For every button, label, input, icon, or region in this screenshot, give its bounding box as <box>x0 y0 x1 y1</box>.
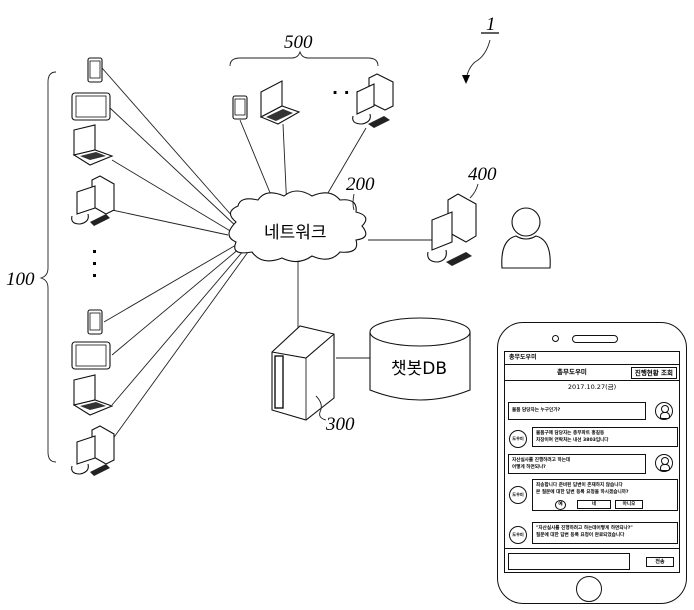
app-title: 총무도우미 <box>505 352 679 365</box>
client-desktop-2 <box>71 425 115 476</box>
client-laptop-1 <box>72 124 114 166</box>
system-arrow <box>465 39 491 81</box>
label-300: 300 <box>325 414 355 435</box>
manager-smartphone <box>232 95 248 120</box>
managers-brace <box>229 50 379 67</box>
manager-desktop <box>352 73 394 128</box>
send-button[interactable]: 전송 <box>646 557 674 567</box>
header-name: 총무도우미 <box>557 368 587 376</box>
message-input-bar: 전송 <box>505 548 679 574</box>
clients-brace <box>39 71 57 463</box>
bot-avatar-label: 도우미 <box>512 436 524 441</box>
chat-date: 2017.10.27(금) <box>567 383 617 391</box>
home-button[interactable] <box>576 576 602 602</box>
smartphone-mockup: 총무도우미 총무도우미 진행현황 조회 2017.10.27(금) 물품 담당자… <box>497 322 687 604</box>
bot-message: 물품구매 담당자는 총무파트 홍길동 차장이며 연락처는 내선 3803입니다 <box>532 427 678 447</box>
more-clients-dots <box>93 250 96 277</box>
client-tablet-2 <box>71 341 111 370</box>
message-line: 죄송합니다 준비된 답변이 존재하지 않습니다 <box>536 483 623 488</box>
bot-avatar-icon: 도우미 <box>509 486 527 504</box>
user-message: 물품 담당자는 누구인가? <box>508 402 646 420</box>
message-line: 물품구매 담당자는 총무파트 홍길동 <box>536 431 605 436</box>
client-smartphone-2 <box>87 309 103 335</box>
message-input[interactable] <box>508 553 630 570</box>
user-avatar-icon <box>655 402 673 420</box>
more-managers-ellipsis: · · · <box>332 83 361 102</box>
client-links <box>101 67 448 441</box>
bot-message: "자산실사를 진행하려고 하는데어떻게 하면되나?" 질문에 대한 답변 등록 … <box>532 522 678 544</box>
message-line: 본 질문에 대한 답변 등록 요청을 하시겠습니까? <box>536 490 629 495</box>
label-500: 500 <box>284 32 313 53</box>
progress-status-button[interactable]: 진행현황 조회 <box>630 367 677 379</box>
client-laptop-2 <box>72 374 114 416</box>
bot-avatar-label: 도우미 <box>512 492 524 497</box>
bot-avatar-icon: 도우미 <box>509 430 527 448</box>
camera-icon <box>552 335 559 342</box>
db-label: 챗봇DB <box>391 359 447 379</box>
speaker-grille <box>572 335 618 343</box>
admin-user-icon <box>501 207 551 269</box>
client-smartphone-1 <box>87 57 103 83</box>
network-label: 네트워크 <box>264 223 327 243</box>
message-line: 자산실사를 진행하려고 하는데 <box>512 458 571 463</box>
client-tablet-1 <box>71 92 111 121</box>
label-system-1: 1 <box>486 14 496 35</box>
message-line: 차장이며 연락처는 내선 3803입니다 <box>536 438 609 443</box>
message-line: "자산실사를 진행하려고 하는데어떻게 하면되나?" <box>536 526 633 531</box>
admin-desktop <box>427 193 477 266</box>
choice-yes-mark[interactable]: 예 <box>555 500 566 510</box>
choice-no-button[interactable]: 아니오 <box>615 500 643 509</box>
manager-laptop <box>259 80 301 125</box>
user-message: 자산실사를 진행하려고 하는데 어떻게 하면되나? <box>508 454 646 474</box>
label-100: 100 <box>6 269 35 290</box>
label-400: 400 <box>468 164 497 185</box>
message-line: 어떻게 하면되나? <box>512 465 546 470</box>
app-header: 총무도우미 진행현황 조회 <box>505 365 679 381</box>
bot-avatar-label: 도우미 <box>512 532 524 537</box>
choice-yes-button[interactable]: 네 <box>577 500 611 509</box>
client-desktop-1 <box>71 175 115 226</box>
chatbot-db: 챗봇DB <box>369 317 471 401</box>
network-cloud: 네트워크 <box>228 190 367 263</box>
label-200: 200 <box>346 174 375 195</box>
chatbot-screen: 총무도우미 총무도우미 진행현황 조회 2017.10.27(금) 물품 담당자… <box>504 351 680 573</box>
chatbot-server <box>271 325 335 421</box>
message-line: 질문에 대한 답변 등록 요청이 완료되었습니다 <box>536 533 625 538</box>
message-line: 물품 담당자는 누구인가? <box>512 408 561 413</box>
bot-avatar-icon: 도우미 <box>509 526 527 544</box>
user-avatar-icon <box>655 454 673 472</box>
